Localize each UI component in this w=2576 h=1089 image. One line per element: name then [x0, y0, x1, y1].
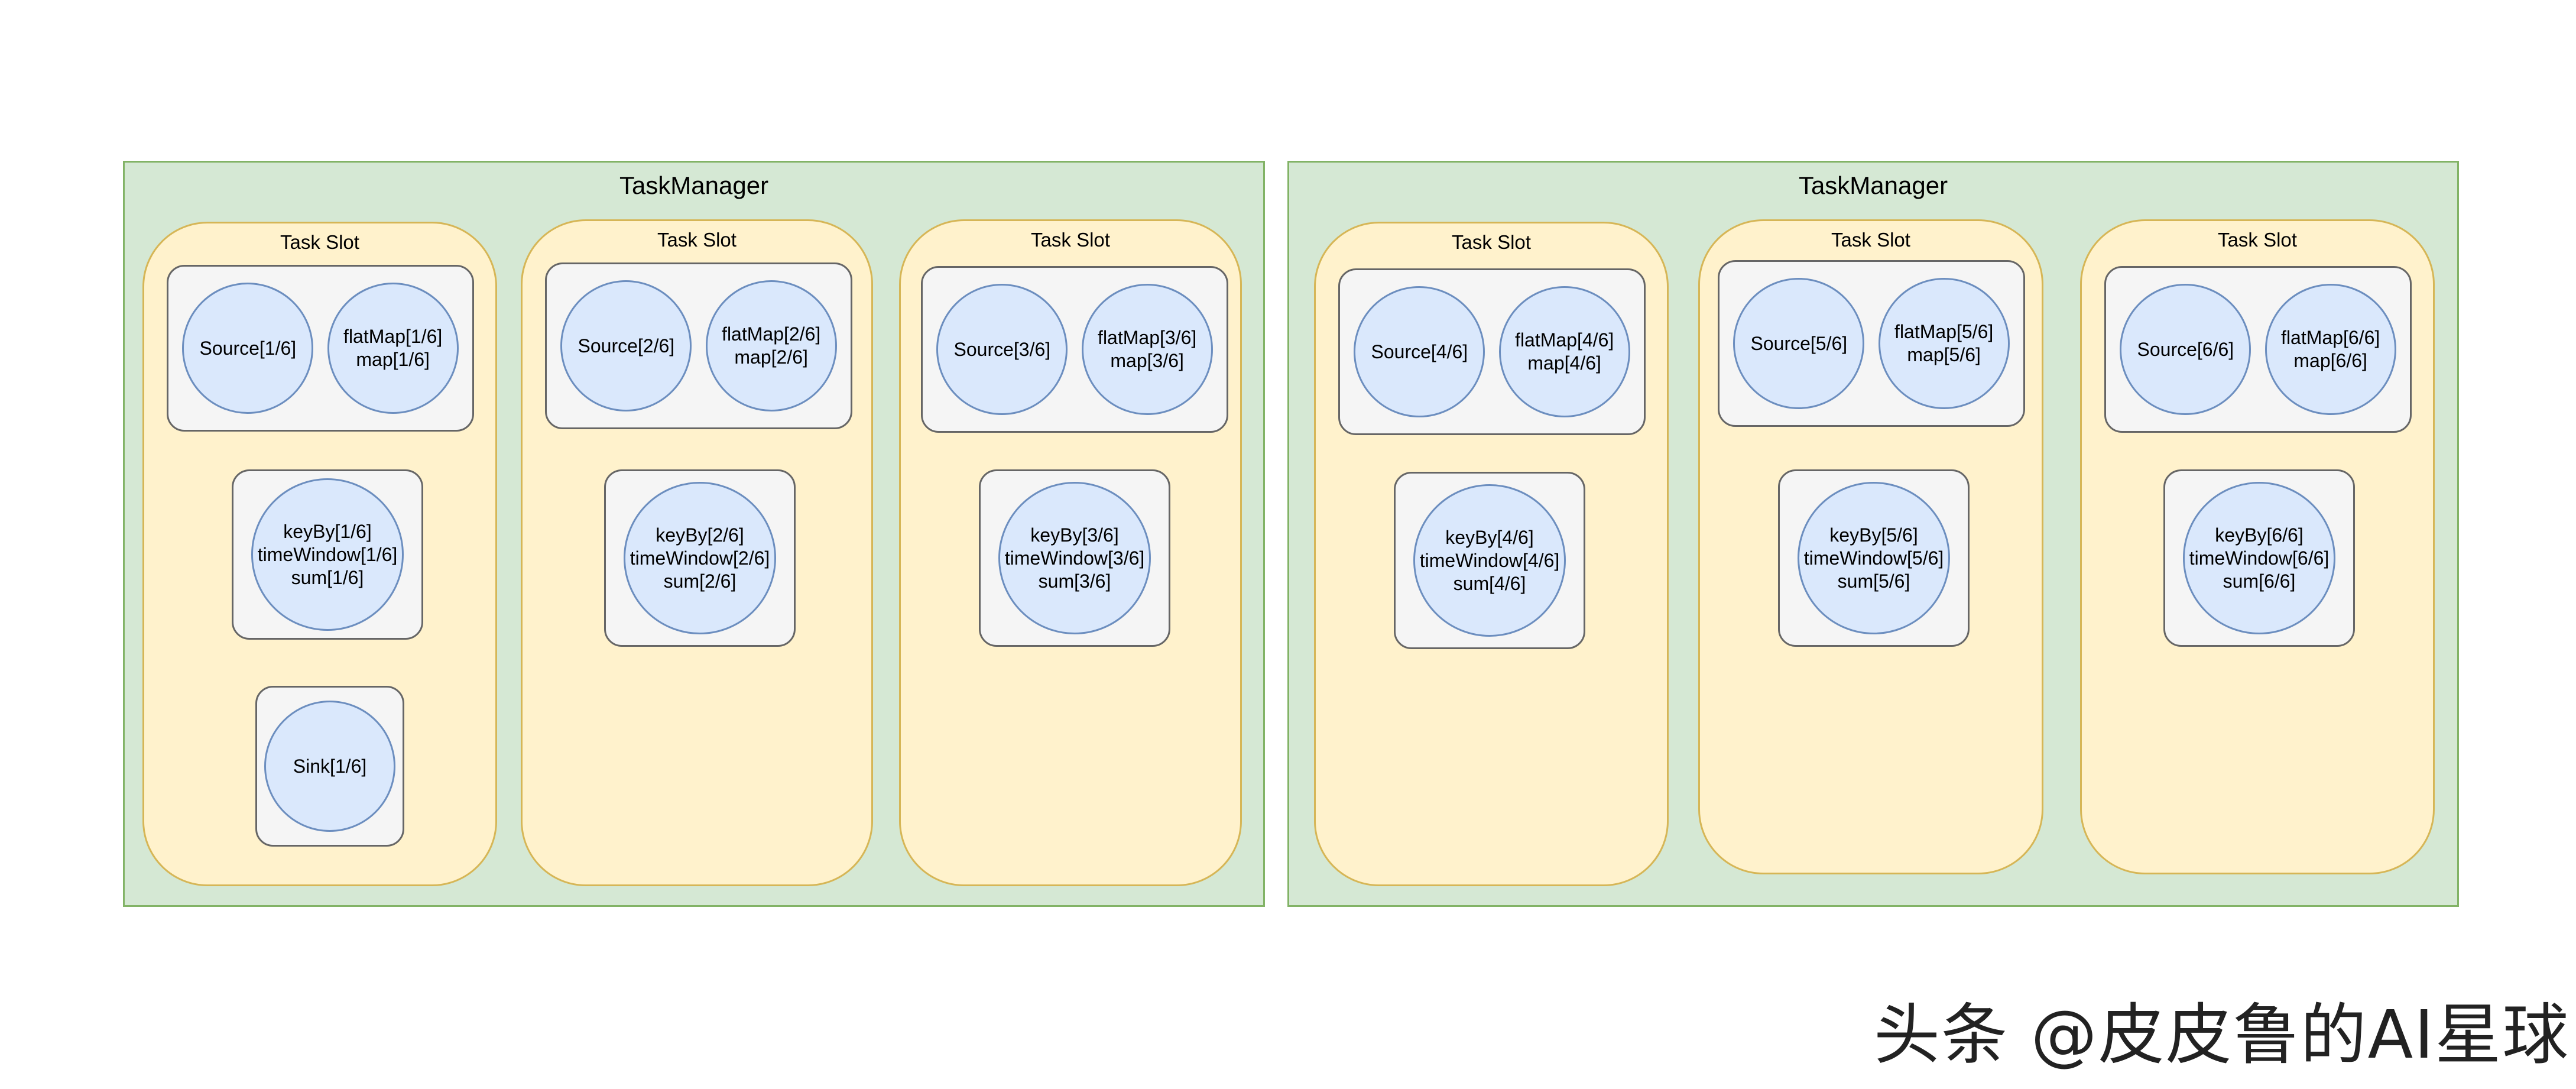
operator-chain-group: Source[1/6]flatMap[1/6] map[1/6] [167, 265, 474, 432]
operator-keyby3-of-6: keyBy[3/6] timeWindow[3/6] sum[3/6] [998, 482, 1151, 634]
task-slot-title: Task Slot [1831, 229, 1910, 251]
watermark: 头条 @皮皮鲁的AI星球 [1874, 997, 2570, 1074]
operator-chain-group: keyBy[4/6] timeWindow[4/6] sum[4/6] [1394, 472, 1585, 649]
operator-keyby4-of-6: keyBy[4/6] timeWindow[4/6] sum[4/6] [1413, 484, 1566, 637]
operator-source4-of-6: Source[4/6] [1354, 286, 1485, 417]
operator-chain-group: Source[4/6]flatMap[4/6] map[4/6] [1338, 268, 1646, 435]
operator-flatmap5-of-6: flatMap[5/6] map[5/6] [1878, 278, 2010, 409]
operator-chain-group: Sink[1/6] [255, 686, 404, 847]
task-manager-title: TaskManager [619, 171, 769, 199]
operator-flatmap2-of-6: flatMap[2/6] map[2/6] [705, 280, 837, 411]
operator-flatmap6-of-6: flatMap[6/6] map[6/6] [2264, 284, 2396, 415]
operator-source5-of-6: Source[5/6] [1733, 278, 1865, 409]
operator-chain-group: keyBy[2/6] timeWindow[2/6] sum[2/6] [604, 469, 796, 647]
operator-source2-of-6: Source[2/6] [560, 280, 692, 411]
task-slot-title: Task Slot [280, 231, 359, 253]
operator-keyby5-of-6: keyBy[5/6] timeWindow[5/6] sum[5/6] [1798, 482, 1950, 634]
operator-flatmap1-of-6: flatMap[1/6] map[1/6] [327, 283, 459, 414]
operator-chain-group: keyBy[6/6] timeWindow[6/6] sum[6/6] [2163, 469, 2355, 647]
operator-flatmap3-of-6: flatMap[3/6] map[3/6] [1081, 284, 1213, 415]
operator-chain-group: Source[3/6]flatMap[3/6] map[3/6] [921, 266, 1228, 433]
task-slot-title: Task Slot [2218, 229, 2297, 251]
operator-chain-group: Source[2/6]flatMap[2/6] map[2/6] [545, 262, 852, 429]
operator-chain-group: Source[6/6]flatMap[6/6] map[6/6] [2104, 266, 2412, 433]
task-slot-title: Task Slot [1031, 229, 1110, 251]
operator-keyby1-of-6: keyBy[1/6] timeWindow[1/6] sum[1/6] [251, 478, 404, 631]
operator-source3-of-6: Source[3/6] [936, 284, 1068, 415]
operator-chain-group: keyBy[1/6] timeWindow[1/6] sum[1/6] [232, 469, 423, 640]
operator-source6-of-6: Source[6/6] [2120, 284, 2251, 415]
operator-keyby6-of-6: keyBy[6/6] timeWindow[6/6] sum[6/6] [2183, 482, 2335, 634]
operator-flatmap4-of-6: flatMap[4/6] map[4/6] [1498, 286, 1630, 417]
operator-source1-of-6: Source[1/6] [182, 283, 314, 414]
task-slot-title: Task Slot [657, 229, 737, 251]
operator-chain-group: keyBy[5/6] timeWindow[5/6] sum[5/6] [1778, 469, 1970, 647]
operator-keyby2-of-6: keyBy[2/6] timeWindow[2/6] sum[2/6] [624, 482, 776, 634]
operator-sink1-of-6: Sink[1/6] [264, 701, 395, 832]
task-slot-title: Task Slot [1452, 231, 1531, 253]
task-manager-title: TaskManager [1798, 171, 1948, 199]
operator-chain-group: keyBy[3/6] timeWindow[3/6] sum[3/6] [979, 469, 1170, 647]
operator-chain-group: Source[5/6]flatMap[5/6] map[5/6] [1718, 260, 2025, 427]
